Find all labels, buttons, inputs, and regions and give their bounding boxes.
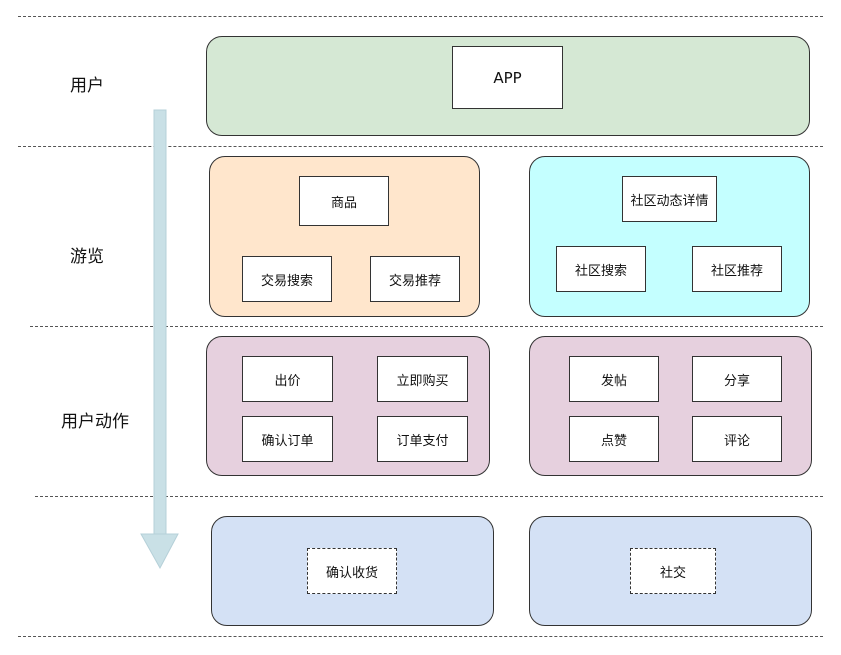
divider-top [18, 16, 823, 17]
flow-arrow-head [140, 533, 179, 570]
community-search-box[interactable]: 社区搜索 [556, 246, 646, 292]
divider-user-browse [18, 146, 823, 147]
trade-recommend-box[interactable]: 交易推荐 [370, 256, 460, 302]
product-box[interactable]: 商品 [299, 176, 389, 226]
confirm-receipt-box[interactable]: 确认收货 [307, 548, 397, 594]
trade-search-box[interactable]: 交易搜索 [242, 256, 332, 302]
divider-browse-action [30, 326, 823, 327]
social-box[interactable]: 社交 [630, 548, 716, 594]
share-box[interactable]: 分享 [692, 356, 782, 402]
row-label-browse: 游览 [70, 247, 104, 267]
row-label-action: 用户动作 [61, 412, 129, 432]
community-detail-box[interactable]: 社区动态详情 [622, 176, 717, 222]
like-box[interactable]: 点赞 [569, 416, 659, 462]
pay-order-box[interactable]: 订单支付 [377, 416, 468, 462]
buy-now-box[interactable]: 立即购买 [377, 356, 468, 402]
comment-box[interactable]: 评论 [692, 416, 782, 462]
community-recommend-box[interactable]: 社区推荐 [692, 246, 782, 292]
divider-action-result [35, 496, 823, 497]
flow-arrow-shaft [153, 109, 167, 535]
divider-bottom [18, 636, 823, 637]
confirm-order-box[interactable]: 确认订单 [242, 416, 333, 462]
app-box[interactable]: APP [452, 46, 563, 109]
post-box[interactable]: 发帖 [569, 356, 659, 402]
bid-box[interactable]: 出价 [242, 356, 333, 402]
row-label-user: 用户 [70, 76, 104, 96]
